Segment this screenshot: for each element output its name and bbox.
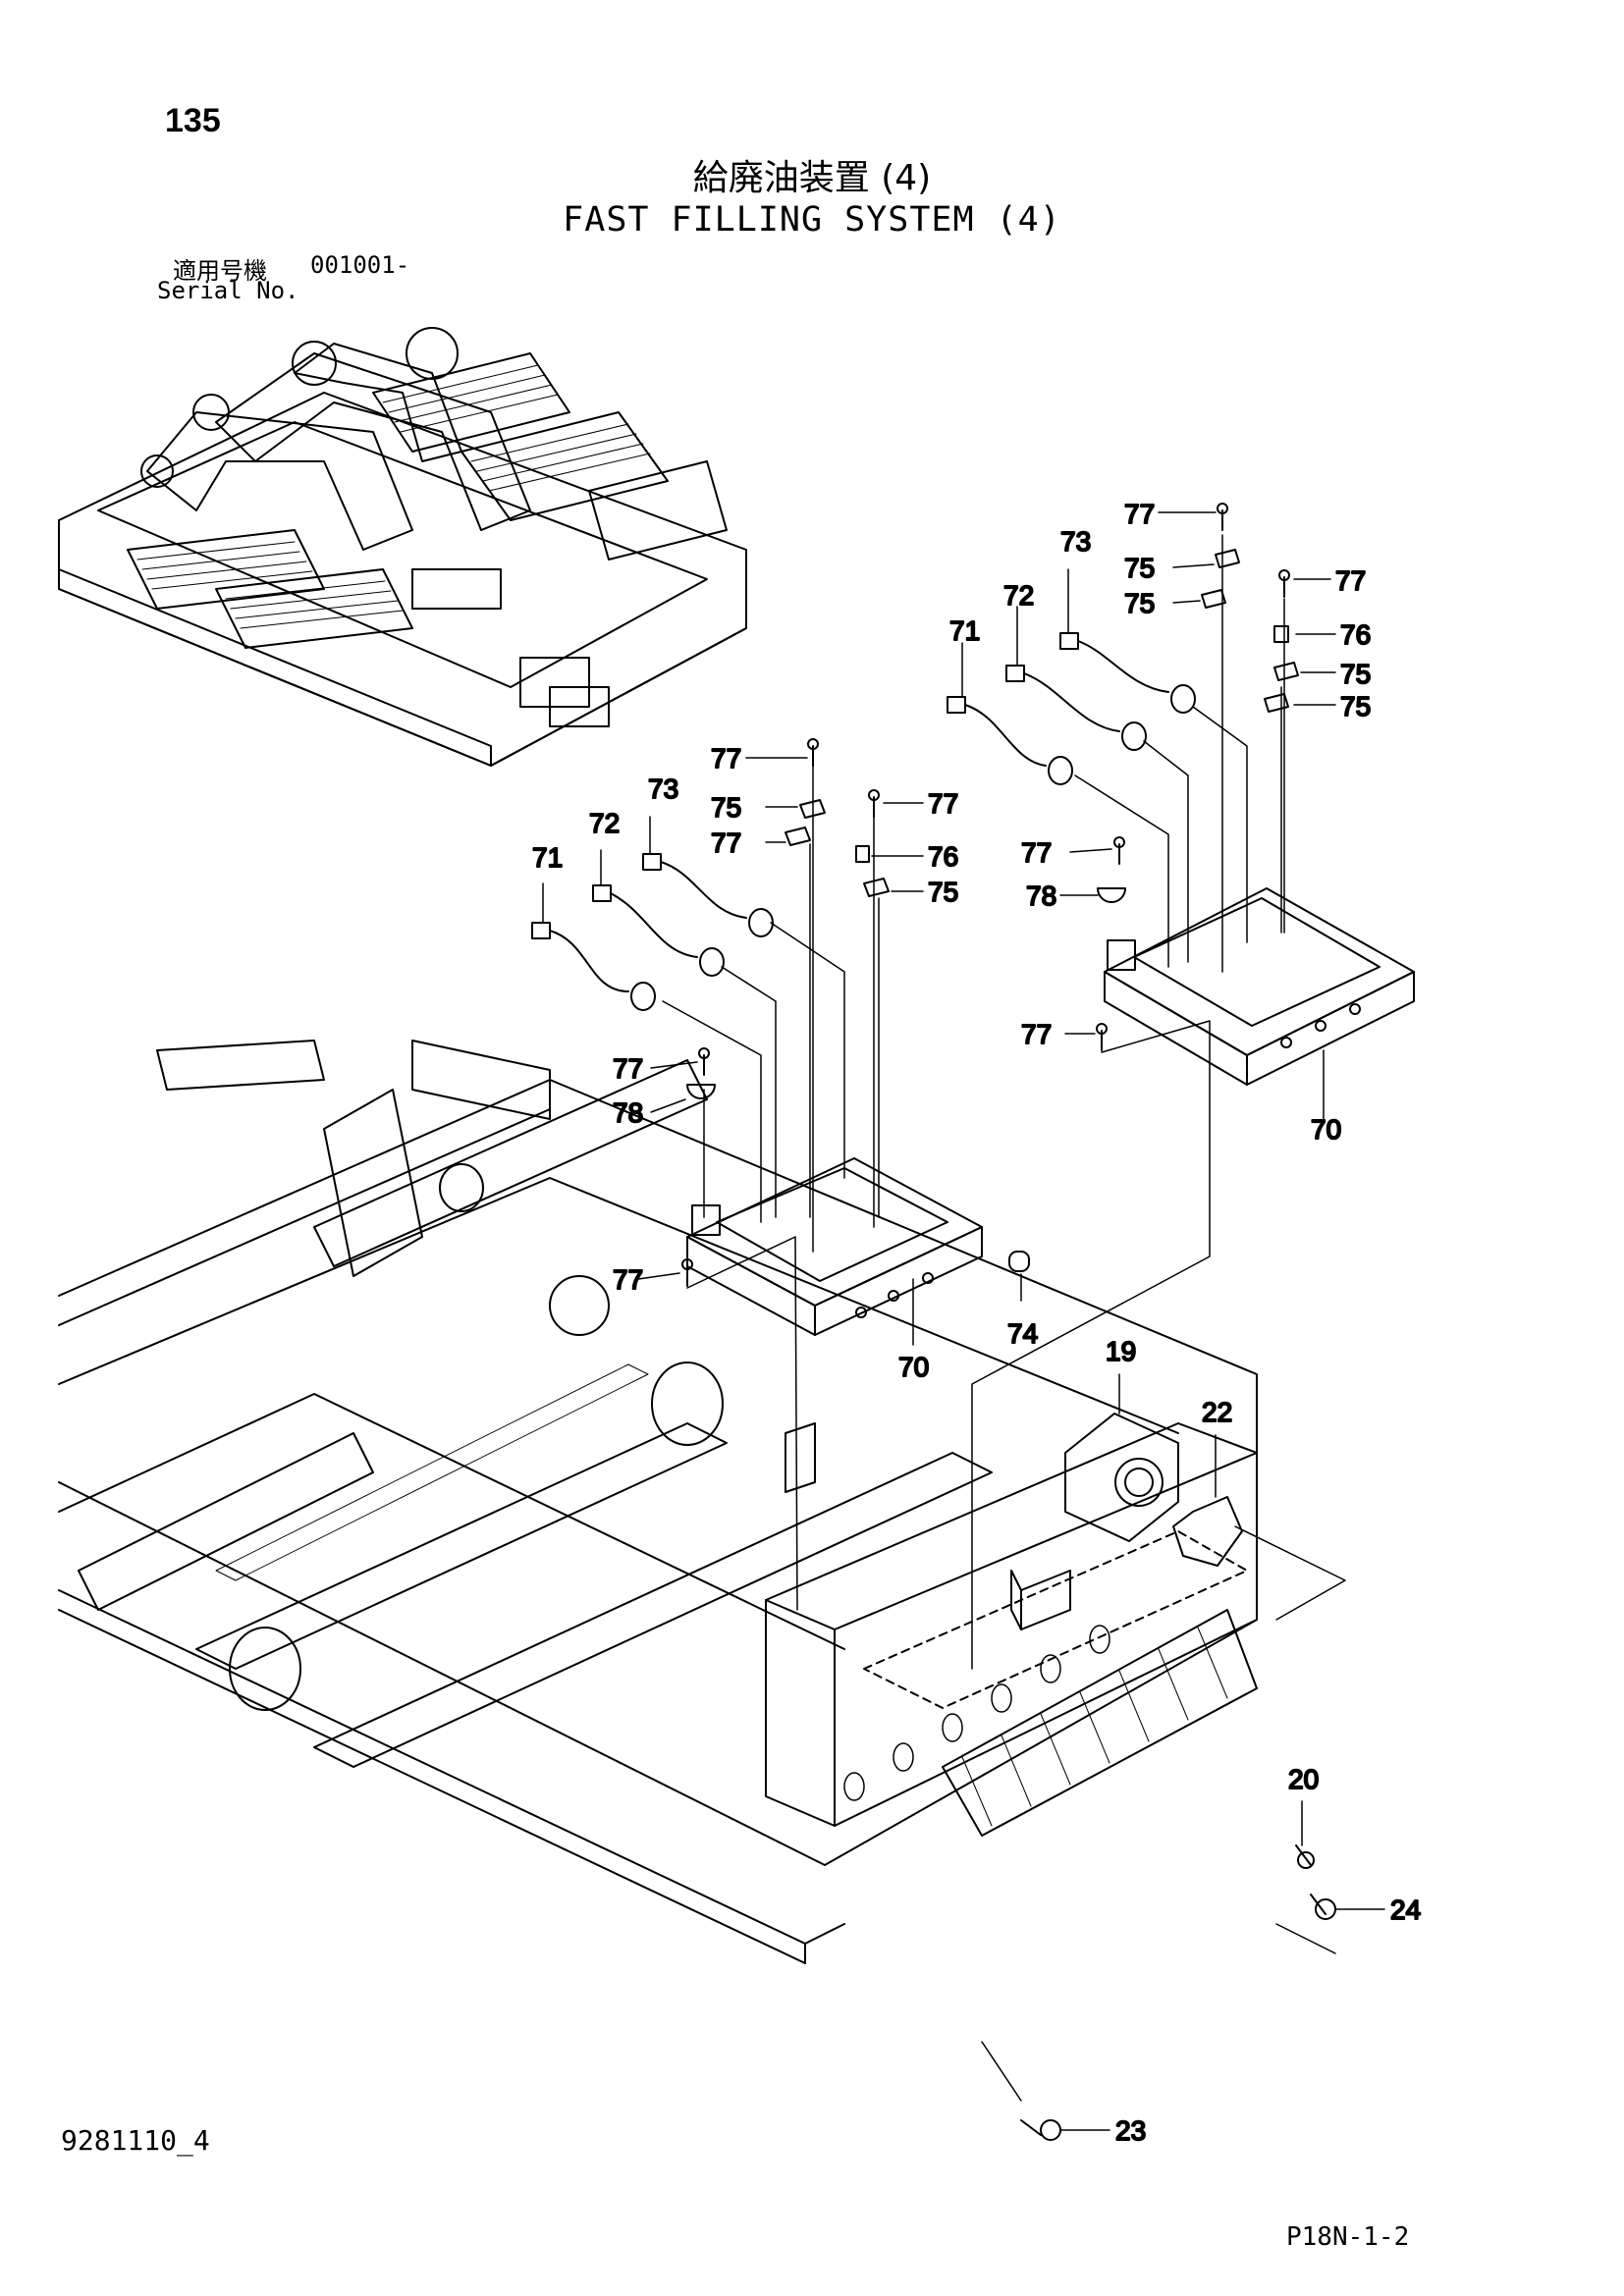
callout-75: 75: [1124, 588, 1155, 618]
callout-75: 75: [1340, 659, 1371, 689]
callout-75: 75: [711, 792, 741, 823]
callout-75: 75: [1340, 691, 1371, 721]
serial-range: 001001-: [310, 251, 410, 279]
callout-77: 77: [613, 1053, 643, 1084]
figure-code: P18N-1-2: [1286, 2222, 1410, 2252]
assembly-lines: [662, 534, 1346, 2102]
callout-76: 76: [928, 841, 958, 872]
callout-22: 22: [1202, 1397, 1232, 1427]
document-code: 9281110_4: [61, 2124, 210, 2157]
leader-lines: [542, 511, 1385, 2131]
callout-77: 77: [1021, 837, 1052, 868]
harness-group-right: [947, 632, 1196, 785]
callout-labels: 77 73 75 77 72 75 76 71 75 75 77 73 75 7…: [531, 498, 1422, 2147]
page-title-english: FAST FILLING SYSTEM (4): [563, 200, 1061, 240]
callout-77: 77: [613, 1264, 643, 1295]
filling-box-left: [686, 1157, 983, 1336]
filling-box-right: [1104, 887, 1415, 1086]
overview-machine-frame: [58, 327, 747, 767]
callout-70: 70: [1311, 1114, 1341, 1145]
callout-78: 78: [1026, 881, 1056, 911]
callout-77: 77: [1124, 499, 1155, 529]
chassis-frame: [58, 1040, 1258, 1964]
callout-71: 71: [949, 615, 980, 646]
page-title-japanese: 給廃油装置 (4): [692, 158, 932, 198]
callout-75: 75: [928, 877, 958, 907]
callout-78: 78: [613, 1097, 643, 1128]
callout-72: 72: [1003, 580, 1034, 611]
callout-73: 73: [1060, 526, 1091, 557]
callout-70: 70: [898, 1352, 929, 1382]
fasteners: [681, 503, 1336, 2141]
page-number: 135: [165, 102, 221, 139]
callout-71: 71: [532, 842, 563, 873]
callout-23: 23: [1115, 2115, 1146, 2146]
serial-label-japanese: 適用号機: [173, 257, 267, 285]
harness-group-left: [531, 853, 1030, 1272]
serial-label-english: Serial No.: [157, 277, 299, 304]
callout-24: 24: [1390, 1895, 1421, 1925]
callout-77: 77: [928, 788, 958, 819]
callout-76: 76: [1340, 619, 1371, 650]
callout-72: 72: [589, 808, 620, 838]
callout-74: 74: [1007, 1318, 1038, 1349]
callout-19: 19: [1106, 1336, 1136, 1366]
callout-20: 20: [1288, 1764, 1319, 1794]
callout-75: 75: [1124, 553, 1155, 583]
callout-77: 77: [1335, 565, 1366, 596]
callout-77: 77: [1021, 1019, 1052, 1049]
callout-73: 73: [648, 774, 678, 804]
callout-77: 77: [711, 828, 741, 858]
callout-77: 77: [711, 743, 741, 774]
